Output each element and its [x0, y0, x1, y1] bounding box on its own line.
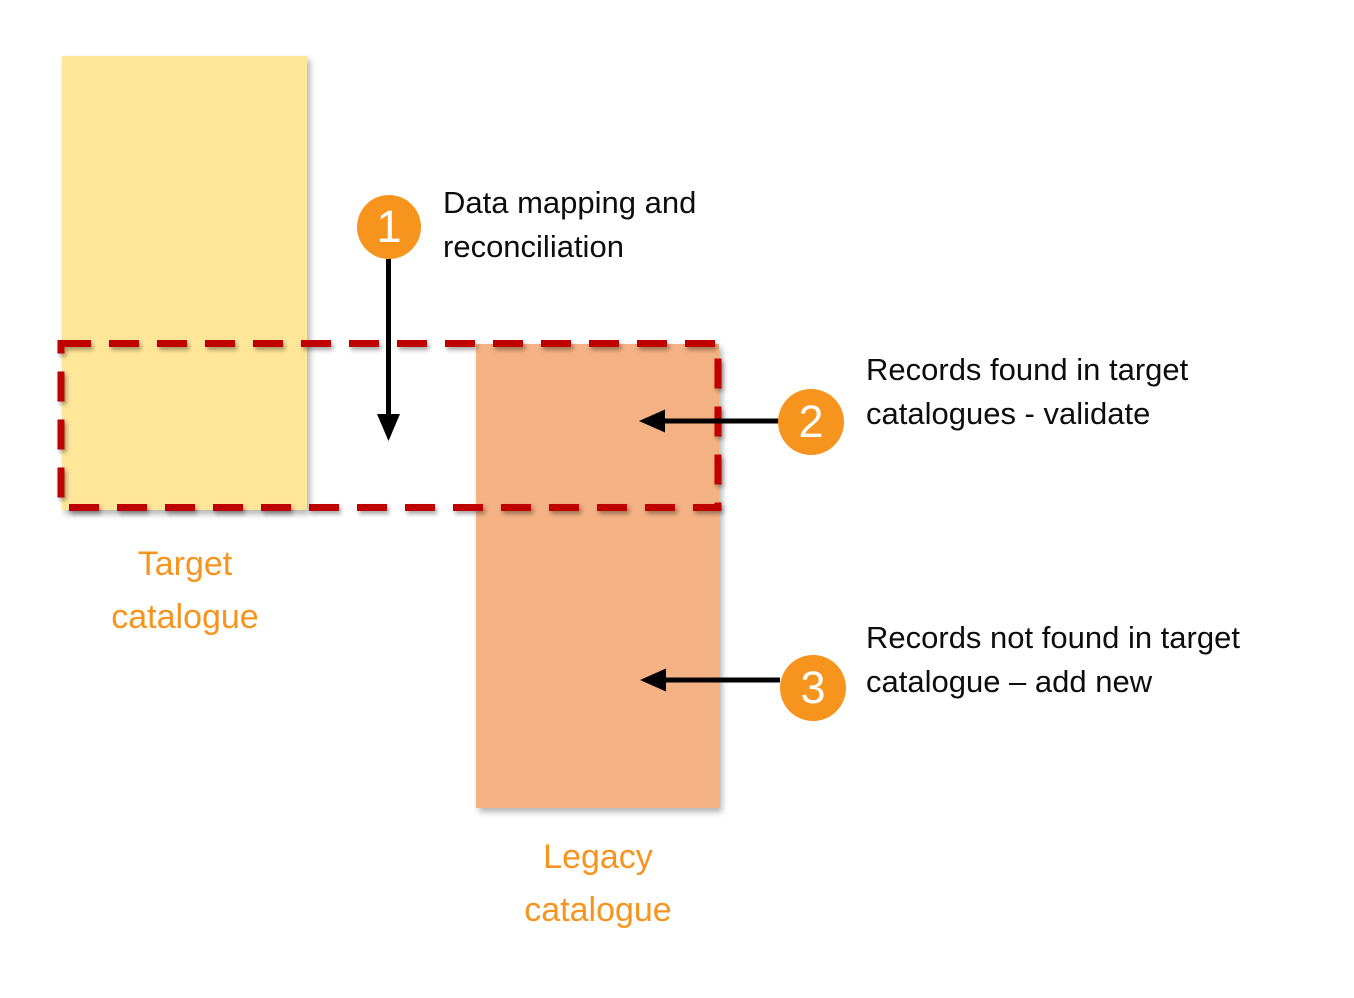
step3-annotation: Records not found in target catalogue – …	[866, 620, 1240, 699]
legacy-catalogue-label: Legacy catalogue	[524, 838, 672, 929]
step2-badge: 2	[778, 389, 844, 455]
step1-arrow-down	[377, 259, 400, 441]
step1-annotation: Data mapping and reconciliation	[443, 185, 697, 264]
legacy-catalogue-box	[476, 344, 719, 808]
step1-badge: 1	[357, 195, 421, 259]
step3-badge: 3	[780, 655, 846, 721]
step2-annotation: Records found in target catalogues - val…	[866, 352, 1189, 431]
target-catalogue-label: Target catalogue	[111, 545, 259, 636]
target-catalogue-box	[62, 56, 307, 510]
